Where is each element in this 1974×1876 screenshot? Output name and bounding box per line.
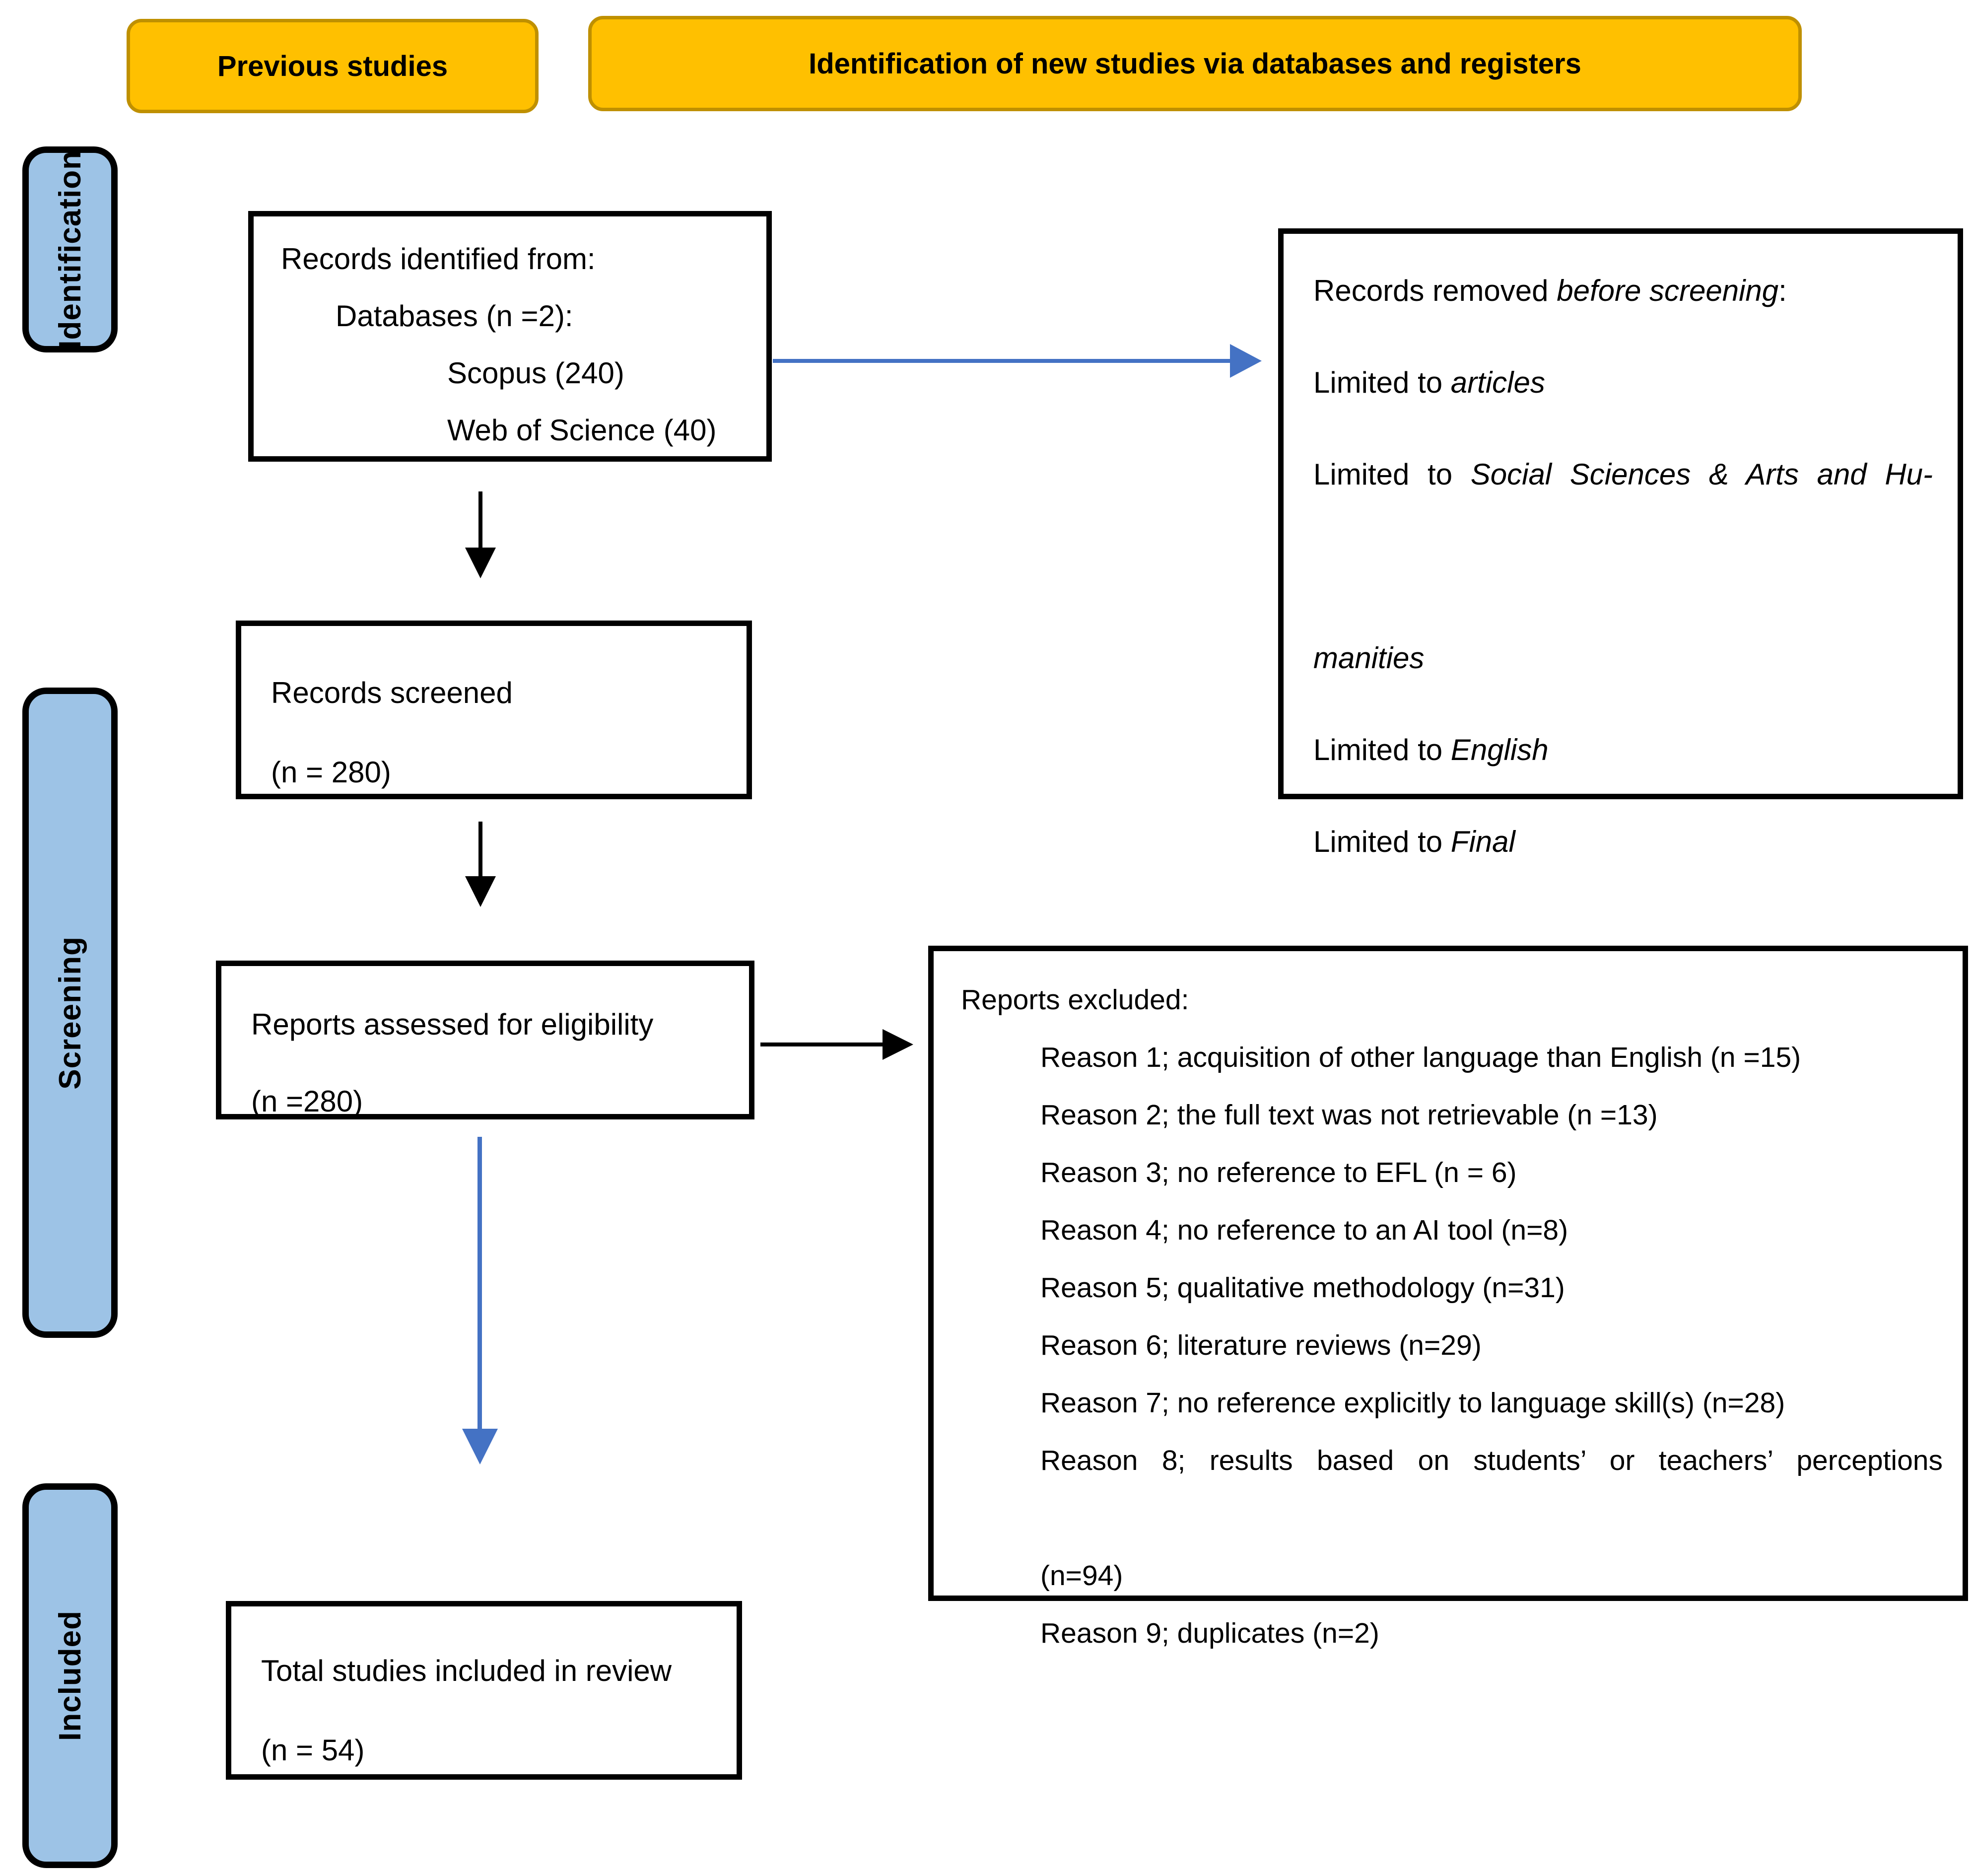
reports-excluded-reason: Reason 3; no reference to EFL (n = 6) (1040, 1157, 1517, 1188)
box-reports-assessed: Reports assessed for eligibility (n =280… (216, 961, 754, 1119)
header-identification-new-studies: Identification of new studies via databa… (588, 16, 1802, 111)
records-identified-databases: Databases (n =2): (336, 299, 573, 333)
reports-excluded-title: Reports excluded: (961, 984, 1189, 1016)
records-identified-scopus: Scopus (240) (447, 356, 624, 390)
reports-assessed-title: Reports assessed for eligibility (251, 1008, 654, 1041)
box-total-included: Total studies included in review (n = 54… (226, 1601, 742, 1780)
arrow-identified-to-removed-head (1230, 344, 1262, 378)
header-identification-new-studies-label: Identification of new studies via databa… (809, 47, 1581, 80)
stage-identification: Identification (22, 146, 118, 352)
reports-excluded-reason-continuation: (n=94) (1040, 1560, 1123, 1592)
stage-screening: Screening (22, 688, 118, 1338)
reports-excluded-reason: Reason 9; duplicates (n=2) (1040, 1617, 1379, 1649)
records-removed-title: Records removed before screening: (1313, 274, 1787, 307)
arrow-assessed-to-excluded (760, 1042, 885, 1046)
header-previous-studies-label: Previous studies (217, 50, 448, 82)
reports-excluded-reason: Reason 5; qualitative methodology (n=31) (1040, 1272, 1565, 1304)
records-removed-line: manities (1313, 641, 1425, 675)
box-reports-excluded: Reports excluded: Reason 1; acquisition … (928, 946, 1968, 1649)
records-removed-line: Limited to English (1313, 733, 1549, 766)
arrow-screened-to-assessed-head (465, 876, 496, 907)
stage-included-label: Included (53, 1610, 87, 1741)
records-removed-line: Limited to articles (1313, 366, 1545, 399)
arrow-identified-to-removed (773, 359, 1230, 363)
records-identified-title: Records identified from: (281, 242, 596, 276)
total-included-count: (n = 54) (261, 1734, 365, 1767)
arrow-screened-to-assessed (478, 822, 482, 879)
reports-excluded-reason: Reason 4; no reference to an AI tool (n=… (1040, 1214, 1568, 1246)
arrow-assessed-to-included-head (462, 1429, 498, 1464)
stage-included: Included (22, 1483, 118, 1868)
arrow-assessed-to-included (477, 1137, 482, 1431)
reports-excluded-reason: Reason 6; literature reviews (n=29) (1040, 1329, 1482, 1361)
header-previous-studies: Previous studies (127, 19, 539, 113)
arrow-assessed-to-excluded-head (883, 1029, 913, 1060)
box-records-removed: Records removed before screening: Limite… (1278, 228, 1963, 858)
reports-assessed-count: (n =280) (251, 1085, 363, 1118)
reports-excluded-reason: Reason 1; acquisition of other language … (1040, 1042, 1801, 1073)
records-screened-count: (n = 280) (271, 756, 391, 789)
reports-excluded-reason: Reason 7; no reference explicitly to lan… (1040, 1387, 1785, 1419)
records-removed-line: Limited to Social Sciences & Arts and Hu… (1313, 458, 1933, 491)
arrow-identified-to-screened-head (465, 548, 496, 578)
total-included-title: Total studies included in review (261, 1654, 672, 1687)
arrow-identified-to-screened (478, 491, 482, 550)
stage-identification-label: Identification (53, 150, 87, 349)
box-records-screened: Records screened (n = 280) (236, 621, 752, 799)
records-identified-wos: Web of Science (40) (447, 414, 717, 447)
reports-excluded-reason: Reason 2; the full text was not retrieva… (1040, 1099, 1658, 1131)
stage-screening-label: Screening (53, 936, 87, 1090)
reports-excluded-reason: Reason 8; results based on students’ or … (1040, 1445, 1943, 1476)
records-screened-title: Records screened (271, 676, 513, 709)
box-records-identified: Records identified from: Databases (n =2… (248, 211, 772, 462)
records-removed-line: Limited to Final (1313, 825, 1515, 858)
